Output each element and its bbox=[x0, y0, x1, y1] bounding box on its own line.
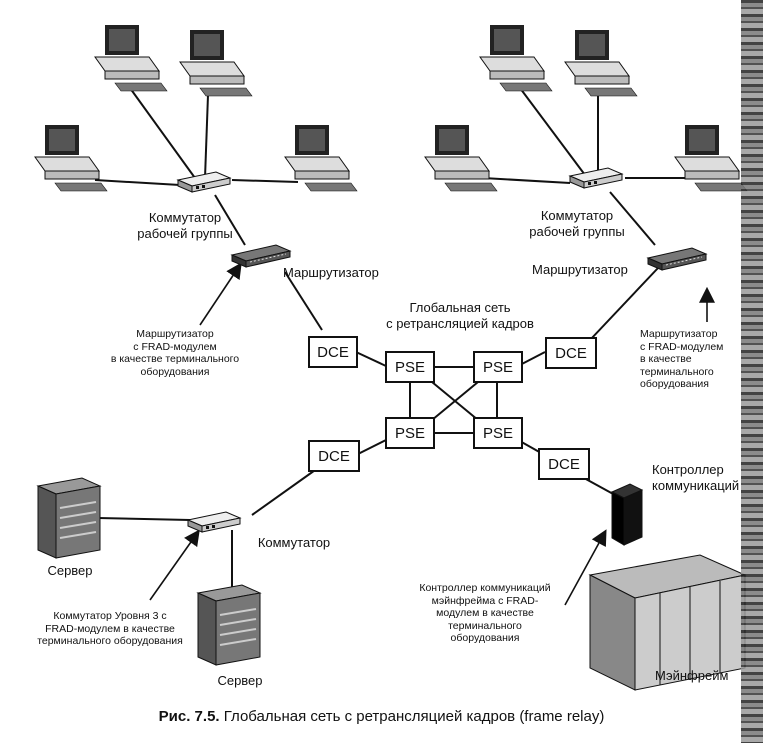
pse-box: PSE bbox=[473, 351, 523, 383]
server-label: Сервер bbox=[217, 673, 263, 688]
workgroup-switch-icon bbox=[177, 171, 231, 193]
figure-caption: Рис. 7.5. Глобальная сеть с ретрансляцие… bbox=[0, 708, 763, 725]
wan-title: Глобальная сеть с ретрансляцией кадров bbox=[386, 300, 534, 331]
server-icon bbox=[37, 477, 101, 559]
switch-icon bbox=[187, 511, 241, 533]
mainframe-label: Мэйнфрейм bbox=[655, 668, 729, 683]
workstations-left bbox=[34, 24, 358, 192]
workstation-icon bbox=[674, 124, 748, 192]
mainframe-controller-note: Контроллер коммуникаций мэйнфрейма с FRA… bbox=[419, 582, 551, 644]
workgroup-switch-icon bbox=[569, 167, 623, 189]
server-icon bbox=[197, 584, 261, 666]
dce-box: DCE bbox=[538, 448, 590, 480]
router-label: Маршрутизатор bbox=[283, 265, 379, 280]
pse-box: PSE bbox=[385, 351, 435, 383]
router-frad-note: Маршрутизатор с FRAD-модулем в качестве … bbox=[110, 328, 240, 378]
workstation-icon bbox=[34, 124, 108, 192]
annotation-arrows bbox=[149, 262, 715, 606]
router-frad-note-right: Маршрутизатор с FRAD-модулем в качестве … bbox=[640, 328, 724, 390]
router-icon bbox=[647, 247, 707, 271]
workstation-icon bbox=[424, 124, 498, 192]
router-icon bbox=[231, 244, 291, 268]
workstation-icon bbox=[564, 29, 638, 97]
scan-edge-artifact bbox=[741, 0, 763, 743]
communications-controller-icon bbox=[610, 483, 644, 546]
server-label: Сервер bbox=[47, 563, 93, 578]
figure-number: Рис. 7.5. bbox=[158, 708, 220, 725]
dce-box: DCE bbox=[308, 440, 360, 472]
pse-box: PSE bbox=[385, 417, 435, 449]
workstation-icon bbox=[479, 24, 553, 92]
router-label: Маршрутизатор bbox=[532, 262, 628, 277]
workgroup-switch-label: Коммутатор рабочей группы bbox=[137, 210, 233, 241]
comm-controller-label: Контроллер коммуникаций bbox=[652, 462, 740, 493]
l3-switch-frad-note: Коммутатор Уровня 3 с FRAD-модулем в кач… bbox=[37, 610, 183, 647]
pse-box: PSE bbox=[473, 417, 523, 449]
dce-box: DCE bbox=[545, 337, 597, 369]
figure-caption-text: Глобальная сеть с ретрансляцией кадров (… bbox=[223, 708, 605, 725]
switch-label: Коммутатор bbox=[257, 535, 331, 550]
workstation-icon bbox=[94, 24, 168, 92]
workgroup-switch-label: Коммутатор рабочей группы bbox=[529, 208, 625, 239]
workstations-right bbox=[424, 24, 748, 192]
workstation-icon bbox=[179, 29, 253, 97]
dce-box: DCE bbox=[308, 336, 358, 368]
